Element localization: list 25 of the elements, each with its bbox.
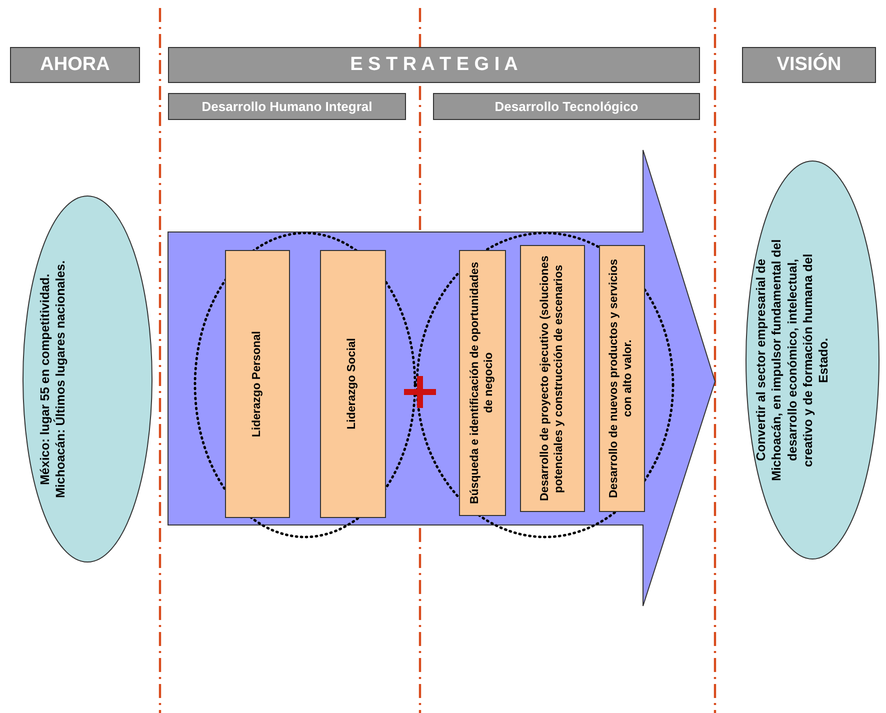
node-text: Desarrollo de nuevos productos y servicios con alto valor. bbox=[608, 258, 635, 500]
node-text: Búsqueda e identificación de oportunidades de negocio bbox=[468, 260, 496, 506]
node-text: Liderazgo Personal bbox=[250, 330, 264, 438]
text-box bbox=[599, 245, 645, 512]
section-header-bar bbox=[433, 93, 700, 120]
header-bar bbox=[10, 47, 140, 83]
node-text: VISIÓN bbox=[776, 54, 842, 76]
node-text: México: lugar 55 en competitividad. Michoacán: Últimos lugares nacionales. bbox=[38, 259, 68, 500]
text-box bbox=[459, 250, 506, 516]
node-text: Desarrollo Tecnológico bbox=[494, 99, 638, 114]
ellipse bbox=[22, 195, 153, 563]
header-bar bbox=[742, 47, 876, 83]
text-box bbox=[225, 250, 290, 518]
text-box bbox=[320, 250, 386, 518]
section-header-bar bbox=[168, 93, 406, 120]
node-text: Liderazgo Social bbox=[346, 338, 360, 430]
node-text: Convertir al sector empresarial de Michoacán, en impulsor fundamental del desarrollo económico, intelectual, creativo y de formación humana del Estado. bbox=[754, 238, 831, 483]
ellipse bbox=[745, 160, 880, 560]
node-text: E S T R A T E G I A bbox=[350, 54, 518, 76]
node-text: Desarrollo Humano Integral bbox=[202, 99, 372, 114]
node-text: AHORA bbox=[40, 54, 110, 76]
node-text: Desarrollo de proyecto ejecutivo (soluciones potenciales y construcción de escenarios bbox=[538, 254, 566, 504]
block-arrow bbox=[168, 150, 716, 607]
header-bar bbox=[168, 47, 700, 83]
text-box bbox=[520, 245, 585, 512]
